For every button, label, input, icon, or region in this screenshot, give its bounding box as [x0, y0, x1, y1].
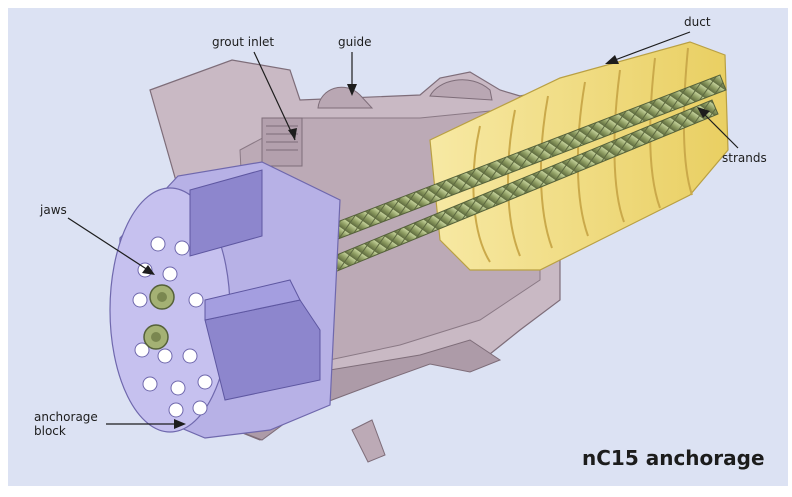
- anchorage-block: [110, 162, 340, 438]
- label-jaws: jaws: [39, 203, 67, 217]
- label-strands: strands: [722, 151, 767, 165]
- label-grout-inlet: grout inlet: [212, 35, 274, 49]
- label-anchorage-line2: block: [34, 424, 66, 438]
- label-guide: guide: [338, 35, 372, 49]
- diagram-title: nC15 anchorage: [582, 446, 765, 470]
- label-anchorage-line1: anchorage: [34, 410, 98, 424]
- label-duct: duct: [684, 15, 711, 29]
